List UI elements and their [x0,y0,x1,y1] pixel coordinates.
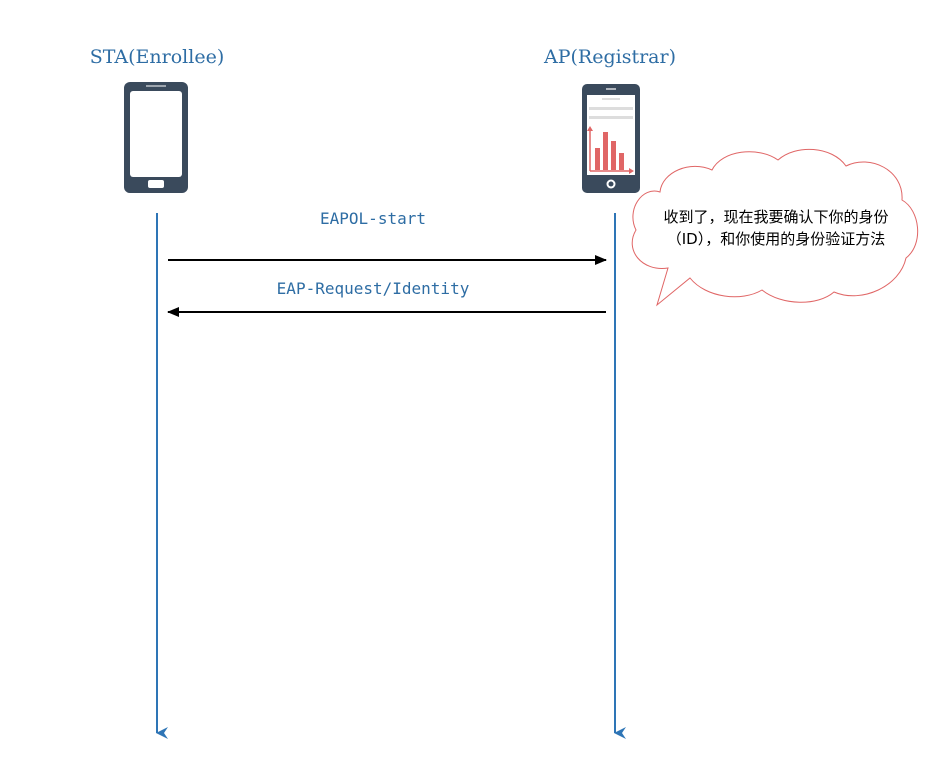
smartphone-chart-icon [582,84,640,193]
message-label-eap-request-identity: EAP-Request/Identity [277,279,470,298]
note-text-line-2: （ID），和你使用的身份验证方法 [667,230,885,248]
message-label-eapol-start: EAPOL-start [320,209,426,228]
actor-label-sta: STA(Enrollee) [90,46,224,68]
smartphone-icon [124,82,188,193]
actor-label-ap: AP(Registrar) [543,46,676,68]
note-text-line-1: 收到了，现在我要确认下你的身份 [663,208,888,226]
note-cloud: 收到了，现在我要确认下你的身份 （ID），和你使用的身份验证方法 [631,148,919,307]
